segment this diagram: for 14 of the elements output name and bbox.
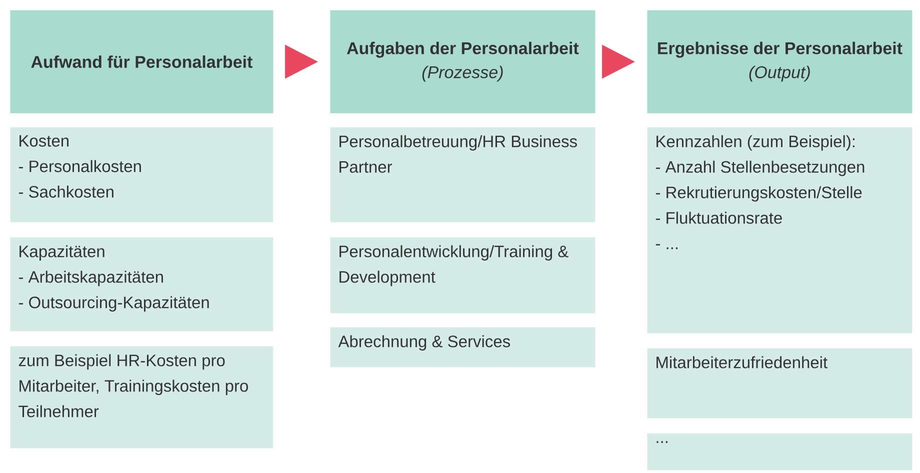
text-box: Kennzahlen (zum Beispiel): - Anzahl Stellenbesetzungen - Rekrutierungskosten/Stelle - Fluktuationsrate - ... [647,127,912,334]
text-box: zum Beispiel HR-Kosten pro Mitarbeiter, Trainingskosten pro Teilnehmer [10,346,274,448]
arrow [284,44,318,79]
text-box: Mitarbeiterzufriedenheit [647,348,912,418]
text-box: Personalbetreuung/HR Business Partner [330,127,596,222]
header-box: Aufgaben der Personalarbeit (Prozesse) [330,10,596,114]
arrow [602,44,635,79]
header-box: Ergebnisse der Personalarbeit (Output) [647,10,912,114]
text-box: ... [647,433,912,470]
text-box: Kapazitäten - Arbeitskapazitäten - Outsourcing-Kapazitäten [10,237,274,332]
header-box: Aufwand für Personalarbeit [10,10,274,114]
text-box: Personalentwicklung/Training & Development [330,237,596,314]
text-box: Abrechnung & Services [330,327,596,368]
text-box: Kosten - Personalkosten - Sachkosten [10,127,274,222]
